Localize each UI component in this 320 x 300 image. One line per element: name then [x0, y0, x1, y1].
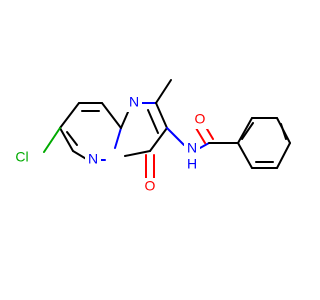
label-background	[192, 111, 208, 129]
ring-nitrogen-label: N	[129, 94, 139, 110]
bond	[101, 102, 122, 129]
ring-carbonyl-oxygen-label: O	[145, 178, 156, 194]
bond-layer	[43, 79, 291, 181]
bond	[59, 127, 74, 152]
label-background	[10, 149, 34, 167]
amide-oxygen-label: O	[195, 111, 206, 127]
amide-nitrogen-label: N	[187, 140, 197, 156]
bond	[66, 131, 78, 146]
bond	[199, 142, 210, 149]
bond	[237, 142, 253, 169]
chemical-structure-diagram: Cl N N O N H O	[10, 79, 291, 196]
label-background	[142, 178, 158, 196]
label-background	[126, 94, 142, 112]
bond	[195, 127, 206, 144]
bond	[147, 109, 159, 134]
amide-nitrogen-atom: N H	[184, 140, 200, 174]
bridgehead-nitrogen-atom: N	[85, 151, 101, 169]
amide-hydrogen-label: H	[187, 156, 197, 172]
bridgehead-nitrogen-label: N	[88, 151, 98, 167]
ring-carbonyl-oxygen-atom: O	[142, 178, 158, 196]
bond	[43, 127, 61, 153]
bond	[149, 127, 168, 152]
bond	[276, 142, 291, 169]
bond	[237, 117, 253, 144]
chlorine-label: Cl	[15, 149, 28, 165]
amide-oxygen-atom: O	[192, 111, 208, 129]
bond	[241, 122, 254, 140]
label-background	[85, 151, 101, 169]
chlorine-atom: Cl	[10, 149, 34, 167]
bond	[59, 102, 80, 129]
bond	[120, 111, 129, 129]
bond	[155, 102, 168, 129]
bond	[114, 127, 122, 149]
bond	[124, 150, 151, 157]
atom-label-layer: Cl N N O N H O	[10, 94, 208, 196]
label-background	[184, 140, 200, 174]
bond	[280, 123, 287, 140]
bond	[155, 79, 172, 104]
ring-nitrogen-atom: N	[126, 94, 142, 112]
bond	[166, 127, 185, 146]
